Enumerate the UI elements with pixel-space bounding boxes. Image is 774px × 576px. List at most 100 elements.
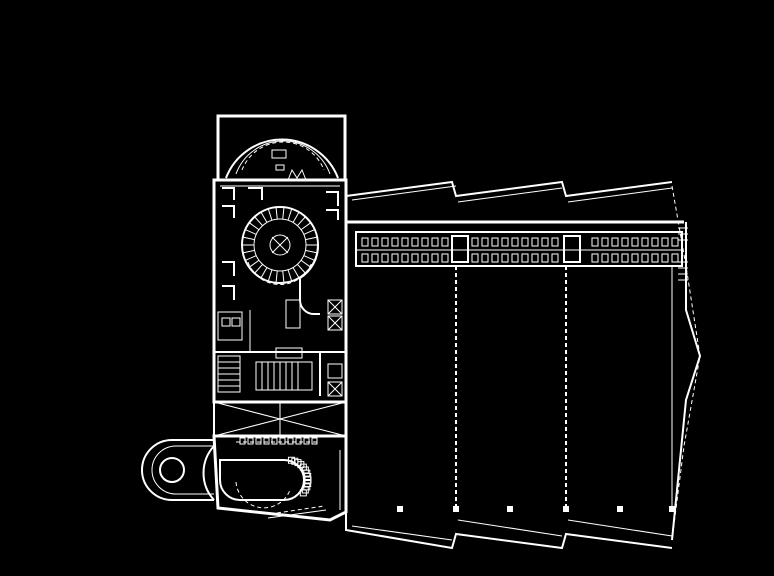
seat (372, 254, 378, 262)
seat (362, 238, 368, 246)
seat (382, 254, 388, 262)
seat (482, 254, 488, 262)
stair-tread (243, 250, 255, 252)
stair-tread (304, 230, 315, 235)
seat (422, 238, 428, 246)
stair-tread (268, 209, 272, 220)
spiral-stair (242, 207, 320, 314)
spiral-stair-treads (242, 207, 318, 283)
seat (652, 238, 658, 246)
stair-tread (301, 260, 311, 267)
seat (592, 254, 598, 262)
seat (542, 254, 548, 262)
seat (592, 238, 598, 246)
stair-tread (249, 260, 259, 267)
spine-small-rooms (218, 188, 342, 352)
seat (512, 254, 518, 262)
seat (542, 238, 548, 246)
seat (240, 438, 245, 444)
seat (472, 238, 478, 246)
seat (402, 238, 408, 246)
seat (422, 254, 428, 262)
seat (522, 238, 528, 246)
seat (672, 238, 678, 246)
stair-tread (297, 217, 305, 226)
stair-tread (261, 268, 267, 278)
seat (248, 438, 253, 444)
stair-tread (261, 212, 267, 222)
stair-tread (297, 264, 305, 273)
seat (532, 254, 538, 262)
seat (412, 238, 418, 246)
seat (298, 462, 304, 468)
stair-tread (243, 237, 255, 239)
seat-rows (362, 238, 678, 262)
service-core (218, 348, 342, 396)
stair-tread (305, 250, 317, 252)
seat (372, 238, 378, 246)
seat (304, 438, 309, 444)
stair-tread (283, 271, 284, 283)
stair-tread (245, 230, 256, 235)
lower-oval-hall-block (142, 436, 346, 520)
seat (288, 438, 293, 444)
seat (532, 238, 538, 246)
stair-tread (276, 207, 277, 219)
seat (402, 254, 408, 262)
seat (522, 254, 528, 262)
seat (280, 438, 285, 444)
seat (622, 254, 628, 262)
stair-tread (304, 256, 315, 261)
seat (612, 254, 618, 262)
seat (362, 254, 368, 262)
seat (300, 490, 306, 496)
seat (312, 438, 317, 444)
stair-tread (255, 217, 263, 226)
stair-tread (293, 212, 299, 222)
seat (432, 238, 438, 246)
seat (502, 254, 508, 262)
stair-tread (268, 270, 272, 281)
seat (432, 254, 438, 262)
seat (642, 238, 648, 246)
seat (662, 238, 668, 246)
seat (492, 254, 498, 262)
seat (472, 254, 478, 262)
stair-tread (305, 237, 317, 239)
seat (552, 238, 558, 246)
stair-tread (288, 270, 292, 281)
seat (632, 254, 638, 262)
seat (552, 254, 558, 262)
stair-tread (255, 264, 263, 273)
stair-tread (245, 256, 256, 261)
seat (612, 238, 618, 246)
lower-hall-seats (240, 438, 317, 496)
stair-tread (288, 209, 292, 220)
seat (264, 438, 269, 444)
seat (602, 254, 608, 262)
seat (602, 238, 608, 246)
seat (272, 438, 277, 444)
seat (492, 238, 498, 246)
seat (482, 238, 488, 246)
seat (382, 238, 388, 246)
hall-column-lines (397, 266, 675, 512)
seat (642, 254, 648, 262)
seating-strip (356, 232, 682, 266)
seat (442, 254, 448, 262)
seat (512, 238, 518, 246)
cross-braced-bay (214, 402, 346, 436)
stair-tread (301, 223, 311, 230)
stair-tread (276, 271, 277, 283)
seat (622, 238, 628, 246)
seat (672, 254, 678, 262)
top-lobby-block (218, 116, 345, 180)
seat (392, 238, 398, 246)
seat (392, 254, 398, 262)
stair-tread (283, 207, 284, 219)
right-edge-stair (678, 228, 688, 280)
seat (632, 238, 638, 246)
stair-tread (249, 223, 259, 230)
seat (502, 238, 508, 246)
